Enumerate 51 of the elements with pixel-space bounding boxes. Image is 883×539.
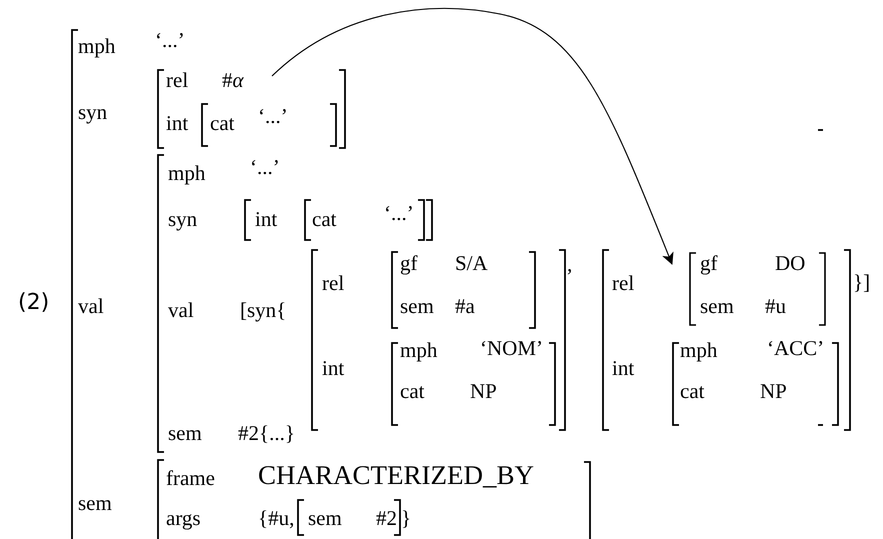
matrix-text: args <box>166 508 201 529</box>
matrix-text: ‘NOM’ <box>480 338 543 359</box>
matrix-text: syn <box>78 102 108 123</box>
matrix-text: ‘...’ <box>250 157 280 178</box>
matrix-text: ‘...’ <box>384 203 414 224</box>
matrix-text: mph <box>680 340 718 361</box>
matrix-text: frame <box>166 468 215 489</box>
matrix-text: #u <box>765 296 786 317</box>
matrix-text: cat <box>680 381 704 402</box>
matrix-text: mph <box>168 163 206 184</box>
matrix-text: {#u, <box>258 508 294 529</box>
matrix-text: DO <box>775 253 806 274</box>
matrix-text: mph <box>400 340 438 361</box>
matrix-text: mph <box>78 36 116 57</box>
matrix-text: sem <box>308 508 342 529</box>
matrix-text: rel <box>166 70 188 91</box>
matrix-text: rel <box>612 273 634 294</box>
matrix-text: cat <box>210 113 234 134</box>
matrix-text: int <box>255 209 278 230</box>
matrix-text: NP <box>470 381 497 402</box>
matrix-text: } <box>401 508 412 529</box>
matrix-text: ‘...’ <box>258 106 288 127</box>
matrix-text: ’ <box>566 266 573 287</box>
matrix-text: CHARACTERIZED_BY <box>258 462 534 489</box>
matrix-text: val <box>168 300 194 321</box>
matrix-text: ‘...’ <box>155 30 185 51</box>
matrix-text: int <box>166 113 188 134</box>
matrix-text: #2 <box>376 508 397 529</box>
tag-value: #α <box>222 70 272 94</box>
matrix-text: sem <box>400 296 434 317</box>
matrix-text: val <box>78 296 104 317</box>
matrix-text: gf <box>400 253 418 274</box>
matrix-text: ‘ACC’ <box>767 338 824 359</box>
matrix-text: [syn{ <box>240 300 286 321</box>
matrix-text: #2{...} <box>238 423 295 444</box>
matrix-text: sem <box>78 493 112 514</box>
matrix-text: int <box>322 358 344 379</box>
arrow <box>272 8 674 265</box>
matrix-text: rel <box>322 273 344 294</box>
matrix-text: cat <box>400 381 424 402</box>
matrix-text: }] <box>853 272 870 293</box>
matrix-text: sem <box>168 423 202 444</box>
matrix-text: cat <box>312 209 336 230</box>
matrix-text: int <box>612 358 634 379</box>
matrix-text: NP <box>760 381 787 402</box>
matrix-text: sem <box>700 296 734 317</box>
matrix-text: S/A <box>455 253 488 274</box>
example-number: (2) <box>18 292 50 314</box>
matrix-text: gf <box>700 253 718 274</box>
matrix-text: syn <box>168 209 198 230</box>
matrix-text: #a <box>455 296 475 317</box>
